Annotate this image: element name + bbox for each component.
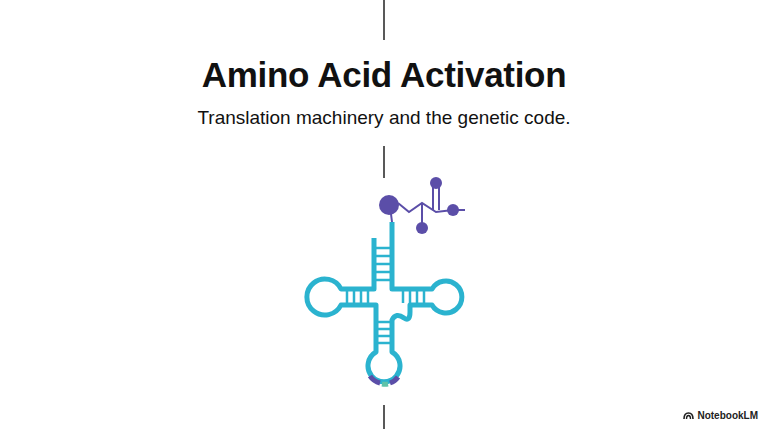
watermark: NotebookLM bbox=[683, 410, 758, 421]
trna-backbone bbox=[307, 222, 462, 382]
watermark-icon bbox=[683, 411, 694, 420]
slide-title: Amino Acid Activation bbox=[0, 55, 768, 95]
slide-subtitle: Translation machinery and the genetic co… bbox=[0, 107, 768, 129]
watermark-text: NotebookLM bbox=[697, 410, 758, 421]
amino-acid bbox=[379, 177, 465, 234]
anticodon bbox=[370, 376, 398, 384]
base-pair-rungs bbox=[347, 248, 424, 343]
